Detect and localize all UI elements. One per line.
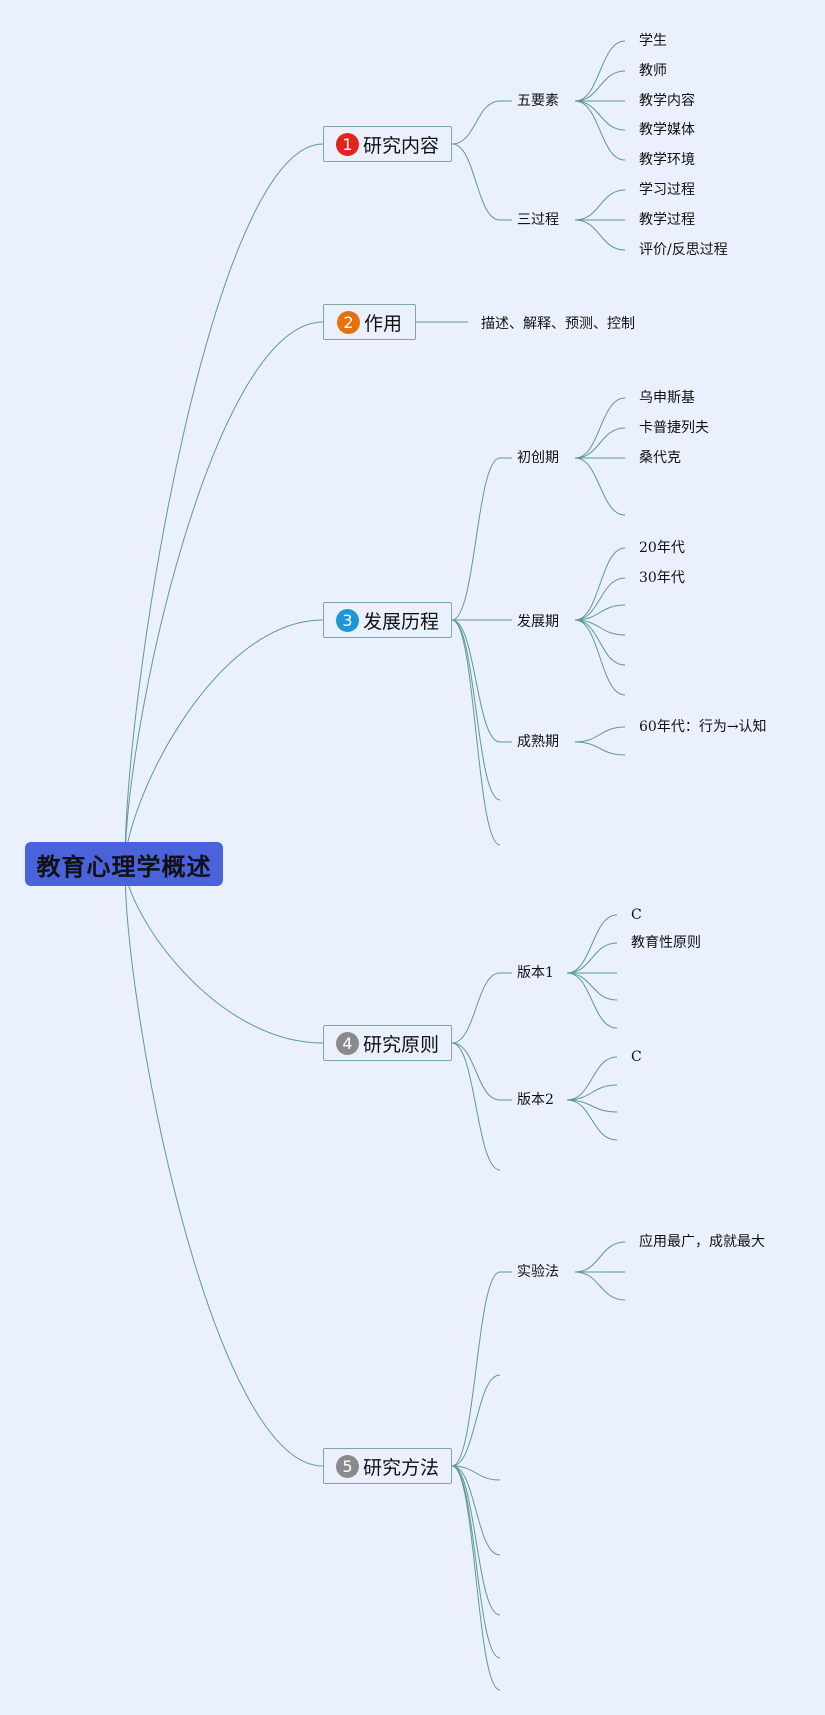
leaf-1920s[interactable]: 20年代 <box>639 540 685 556</box>
leaf-thorndike[interactable]: 桑代克 <box>639 450 681 466</box>
edge-b1-sub1 <box>451 100 501 145</box>
topic-development-history[interactable]: 3 发展历程 <box>323 602 452 638</box>
leaf-ushinsky[interactable]: 乌申斯基 <box>639 390 695 406</box>
leaf-function-list[interactable]: 描述、解释、预测、控制 <box>481 316 635 332</box>
edge-b5-extra-3 <box>451 1465 501 1616</box>
edge-b4-sub1-leaf-1 <box>566 942 618 974</box>
edge-b3-sub2-leaf-4 <box>574 619 626 666</box>
edge-b3-sub1 <box>451 457 501 621</box>
edge-b5-sub1-leaf-2 <box>574 1271 626 1301</box>
subtopic-experimental-method[interactable]: 实验法 <box>517 1264 559 1280</box>
edge-b5-extra-1 <box>451 1465 501 1481</box>
subtopic-five-elements[interactable]: 五要素 <box>517 93 559 109</box>
edge-root-branch-2 <box>124 321 324 867</box>
number-badge: 5 <box>335 1454 359 1478</box>
root-topic-label: 教育心理学概述 <box>36 852 212 881</box>
subtopic-version-1[interactable]: 版本1 <box>517 965 554 981</box>
edge-b5-extra-2 <box>451 1465 501 1556</box>
number-badge: 2 <box>336 310 360 334</box>
edge-b3-sub1-leaf-1 <box>574 427 626 459</box>
leaf-1930s[interactable]: 30年代 <box>639 570 685 586</box>
number-badge: 1 <box>335 132 359 156</box>
edge-b4-sub1-leaf-4 <box>566 972 618 1029</box>
topic-label: 研究内容 <box>362 134 439 157</box>
edge-b3-sub2-leaf-5 <box>574 619 626 696</box>
edge-b3-extra-1 <box>451 619 501 801</box>
leaf-teaching-environment[interactable]: 教学环境 <box>639 152 695 168</box>
edge-b4-sub1-leaf-0 <box>566 914 618 974</box>
subtopic-three-processes[interactable]: 三过程 <box>517 212 559 228</box>
edge-b1-sub2 <box>451 143 501 221</box>
root-topic[interactable]: 教育心理学概述 <box>25 842 223 886</box>
subtopic-mature-period[interactable]: 成熟期 <box>517 734 559 750</box>
edge-b1-sub1-leaf-3 <box>574 100 626 131</box>
topic-function[interactable]: 2 作用 <box>323 304 416 340</box>
edge-root-branch-3 <box>124 619 324 867</box>
edge-b3-sub2-leaf-3 <box>574 619 626 636</box>
edge-b1-sub1-leaf-0 <box>574 40 626 102</box>
edge-b5-extra-5 <box>451 1465 501 1691</box>
leaf-teaching-content[interactable]: 教学内容 <box>639 93 695 109</box>
edge-b1-sub1-leaf-4 <box>574 100 626 161</box>
leaf-student[interactable]: 学生 <box>639 33 667 49</box>
topic-research-content[interactable]: 1 研究内容 <box>323 126 452 162</box>
edge-b4-sub2-leaf-3 <box>566 1099 618 1141</box>
number-badge: 4 <box>335 1031 359 1055</box>
edge-b4-sub2-leaf-0 <box>566 1056 618 1101</box>
leaf-educational-principle[interactable]: 教育性原则 <box>631 935 701 951</box>
leaf-c-2[interactable]: C <box>631 1049 642 1065</box>
leaf-c-1[interactable]: C <box>631 907 642 923</box>
edge-b5-sub1-leaf-0 <box>574 1241 626 1273</box>
topic-label: 发展历程 <box>362 610 439 633</box>
leaf-teaching-media[interactable]: 教学媒体 <box>639 122 695 138</box>
edge-b3-sub2-leaf-0 <box>574 547 626 621</box>
edge-b3-sub2-leaf-1 <box>574 577 626 621</box>
number-badge: 3 <box>335 608 359 632</box>
edge-b1-sub2-leaf-2 <box>574 219 626 251</box>
leaf-most-widely-used[interactable]: 应用最广，成就最大 <box>639 1234 765 1250</box>
leaf-evaluation-process[interactable]: 评价/反思过程 <box>639 242 728 258</box>
edge-b3-sub3 <box>451 619 501 743</box>
topic-label: 研究方法 <box>362 1456 439 1479</box>
edge-b3-sub3-leaf-1 <box>574 741 626 756</box>
topic-label: 研究原则 <box>362 1033 439 1056</box>
edge-b5-extra-4 <box>451 1465 501 1659</box>
subtopic-version-2[interactable]: 版本2 <box>517 1092 554 1108</box>
leaf-1960s-behavior-to-cognition[interactable]: 60年代：行为→认知 <box>639 719 767 735</box>
edge-b4-sub1-leaf-3 <box>566 972 618 1001</box>
edge-b4-sub2-leaf-1 <box>566 1084 618 1101</box>
edge-b5-sub1 <box>451 1271 501 1467</box>
edge-b4-sub1 <box>451 972 501 1044</box>
edge-b3-sub1-leaf-0 <box>574 397 626 459</box>
leaf-teacher[interactable]: 教师 <box>639 63 667 79</box>
edge-b5-extra-0 <box>451 1374 501 1467</box>
subtopic-development-period[interactable]: 发展期 <box>517 614 559 630</box>
leaf-learning-process[interactable]: 学习过程 <box>639 182 695 198</box>
edge-b3-sub2-leaf-2 <box>574 604 626 621</box>
edge-b4-extra <box>451 1042 501 1171</box>
edge-b3-sub3-leaf-0 <box>574 726 626 743</box>
edge-b3-extra-2 <box>451 619 501 846</box>
edge-b1-sub1-leaf-1 <box>574 70 626 102</box>
leaf-kaptelev[interactable]: 卡普捷列夫 <box>639 420 709 436</box>
edge-b4-sub2 <box>451 1042 501 1101</box>
edge-b1-sub2-leaf-0 <box>574 189 626 221</box>
topic-research-principles[interactable]: 4 研究原则 <box>323 1025 452 1061</box>
edge-root-branch-4 <box>124 865 324 1044</box>
edge-root-branch-5 <box>124 865 324 1467</box>
leaf-teaching-process[interactable]: 教学过程 <box>639 212 695 228</box>
topic-research-methods[interactable]: 5 研究方法 <box>323 1448 452 1484</box>
edge-b3-sub1-leaf-3 <box>574 457 626 516</box>
subtopic-initial-period[interactable]: 初创期 <box>517 450 559 466</box>
edge-root-branch-1 <box>124 143 324 867</box>
topic-label: 作用 <box>363 312 402 335</box>
